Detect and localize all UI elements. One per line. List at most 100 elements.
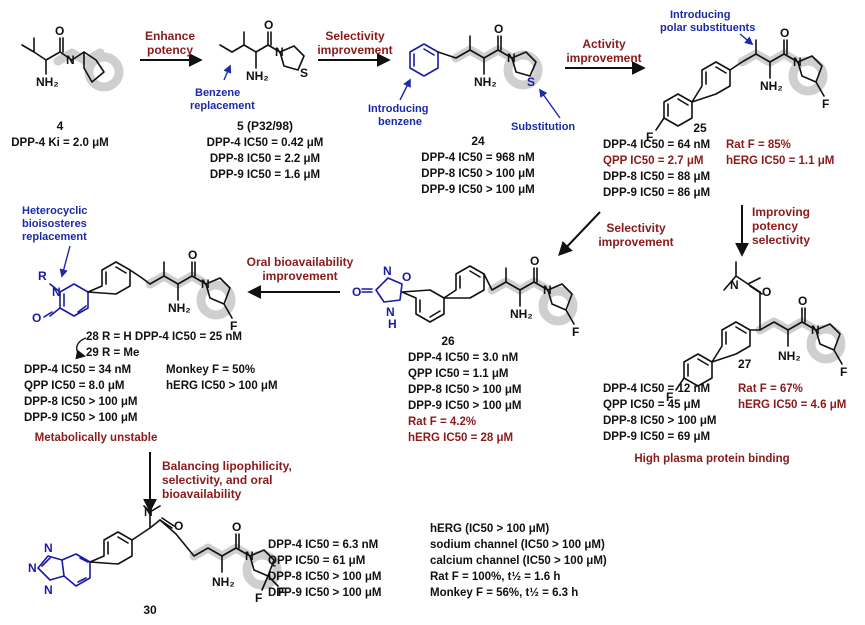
compound-24-act-1: DPP-4 IC50 = 968 nM — [421, 152, 534, 164]
compound-29-act-3: DPP-8 IC50 > 100 μM — [24, 396, 137, 408]
compound-27-side-2: hERG IC50 = 4.6 μM — [738, 399, 846, 411]
compound-28-29-pyridone-n: N — [52, 285, 61, 299]
step-5-label-line2: potency — [752, 219, 798, 233]
compound-5-nitrogen: N — [275, 45, 284, 59]
benzene-replacement-pointer — [223, 64, 232, 81]
compound-26-act-1: DPP-4 IC50 = 3.0 nM — [408, 352, 518, 364]
compound-4-structure: O N NH₂ — [21, 24, 124, 92]
compound-26-oxadiazole-n: N — [383, 264, 392, 278]
compound-25-side-1: Rat F = 85% — [726, 139, 791, 151]
compound-25-structure: F O N NH₂ F — [646, 26, 829, 144]
compound-26-act-2: QPP IC50 = 1.1 μM — [408, 368, 508, 380]
compound-24-oxygen: O — [494, 22, 503, 36]
compound-30-amide-oxygen: O — [174, 519, 183, 533]
compound-26-label: 26 — [441, 334, 455, 348]
compound-26-h: H — [388, 317, 397, 331]
compound-27-act-4: DPP-9 IC50 = 69 μM — [603, 431, 710, 443]
step-3-label-line1: Activity — [582, 37, 626, 51]
compound-28-29-r-group: R — [38, 269, 47, 283]
note-substitution: Substitution — [511, 121, 575, 133]
compound-25-label: 25 — [693, 121, 707, 135]
compound-29-side-1: Monkey F = 50% — [166, 364, 255, 376]
note-heterocyclic-line3: replacement — [22, 231, 87, 243]
compound-29-act-4: DPP-9 IC50 > 100 μM — [24, 412, 137, 424]
note-benzene-replacement-line2: replacement — [190, 100, 255, 112]
compound-25-act-3: DPP-8 IC50 = 88 μM — [603, 171, 710, 183]
compound-25-fluorine-ring: F — [822, 97, 829, 111]
compound-28-line: 28 R = H DPP-4 IC50 = 25 nM — [86, 331, 242, 343]
compound-28-29-structure: R N O O N NH₂ F — [32, 248, 237, 333]
compound-26-oxygen: O — [530, 254, 539, 268]
compound-27-structure: N O O N NH₂ F F — [666, 261, 847, 404]
step-2-label-line1: Selectivity — [325, 29, 385, 43]
compound-27-fluorine-ring: F — [840, 365, 847, 379]
compound-26-structure: N O O N H O N NH₂ F — [352, 254, 579, 339]
introducing-benzene-pointer — [399, 78, 411, 101]
compound-26-act-3: DPP-8 IC50 > 100 μM — [408, 384, 521, 396]
step-7-label-line2: selectivity, and oral — [162, 473, 273, 487]
step-6-label-line1: Oral bioavailability — [247, 255, 354, 269]
compound-26-act-5: Rat F = 4.2% — [408, 416, 476, 428]
compound-27-act-3: DPP-8 IC50 > 100 μM — [603, 415, 716, 427]
compound-30-side-3: calcium channel (IC50 > 100 μM) — [430, 555, 607, 567]
step-5-label-line1: Improving — [752, 205, 810, 219]
compound-5-label: 5 (P32/98) — [237, 119, 293, 133]
compound-27-side-1: Rat F = 67% — [738, 383, 803, 395]
compound-5-oxygen: O — [264, 18, 273, 32]
compound-30-act-3: DPP-8 IC50 > 100 μM — [268, 571, 381, 583]
step-7-label-line1: Balancing lipophilicity, — [162, 459, 292, 473]
compound-30-structure: N N N N O O N NH₂ F F — [28, 505, 285, 605]
compound-5-act-2: DPP-8 IC50 = 2.2 μM — [210, 153, 320, 165]
compound-28-29-oxygen: O — [188, 248, 197, 262]
compound-30-amide-nitrogen: N — [144, 505, 153, 519]
compound-4-ki: DPP-4 Ki = 2.0 μM — [11, 137, 108, 149]
compound-25-act-4: DPP-9 IC50 = 86 μM — [603, 187, 710, 199]
compound-5-sulfur: S — [300, 66, 308, 80]
compound-30-fluorine-1: F — [278, 585, 285, 599]
compound-4-nitrogen: N — [66, 53, 75, 67]
compound-26-nitrogen: N — [543, 283, 552, 297]
substitution-pointer — [539, 88, 561, 119]
compound-30-oxygen: O — [232, 520, 241, 534]
compound-27-nitrogen: N — [811, 323, 820, 337]
step-4-label-line2: improvement — [598, 235, 673, 249]
compound-24-label: 24 — [471, 134, 485, 148]
compound-28-29-amine: NH₂ — [168, 301, 191, 315]
step-2-label-line2: improvement — [317, 43, 392, 57]
compound-26-act-6: hERG IC50 = 28 μM — [408, 432, 513, 444]
compound-27-amine: NH₂ — [778, 349, 801, 363]
compound-5-structure: O N S NH₂ — [219, 18, 308, 83]
compound-26-carbonyl-o: O — [352, 285, 361, 299]
compound-4-oxygen: O — [55, 24, 64, 38]
compound-25-act-1: DPP-4 IC50 = 64 nM — [603, 139, 710, 151]
step-1-label-line1: Enhance — [145, 29, 195, 43]
compound-30-fluorine-2: F — [255, 591, 262, 605]
compound-24-sulfur: S — [527, 75, 535, 89]
step-1-label-line2: potency — [147, 43, 193, 57]
compound-30-label: 30 — [143, 603, 157, 617]
compound-26-amine: NH₂ — [510, 307, 533, 321]
compound-27-amide-oxygen: O — [762, 285, 771, 299]
compound-29-side-2: hERG IC50 > 100 μM — [166, 380, 278, 392]
compound-24-act-3: DPP-9 IC50 > 100 μM — [421, 184, 534, 196]
compound-30-side-5: Monkey F = 56%, t½ = 6.3 h — [430, 587, 578, 599]
compound-29-line: 29 R = Me — [86, 347, 139, 359]
step-7-label-line3: bioavailability — [162, 487, 242, 501]
compound-28-to-29-arrow — [75, 337, 87, 360]
step-3-label-line2: improvement — [566, 51, 641, 65]
step-4-arrow — [558, 211, 601, 257]
compound-26-nh: N — [386, 305, 395, 319]
step-5-label-line3: selectivity — [752, 233, 810, 247]
note-polar-substituents-line2: polar substituents — [660, 22, 755, 34]
compound-30-act-4: DPP-9 IC50 > 100 μM — [268, 587, 381, 599]
compound-26-act-4: DPP-9 IC50 > 100 μM — [408, 400, 521, 412]
note-benzene-replacement-line1: Benzene — [195, 87, 240, 99]
compound-27-act-2: QPP IC50 = 45 μM — [603, 399, 700, 411]
compound-30-triazole-n3: N — [44, 583, 53, 597]
compound-5-act-3: DPP-9 IC50 = 1.6 μM — [210, 169, 320, 181]
compound-29-act-2: QPP IC50 = 8.0 μM — [24, 380, 124, 392]
compound-28-29-nitrogen: N — [201, 277, 210, 291]
compound-5-amine: NH₂ — [246, 69, 269, 83]
compound-27-amide-nitrogen: N — [730, 278, 739, 292]
compound-29-footer: Metabolically unstable — [35, 432, 158, 444]
